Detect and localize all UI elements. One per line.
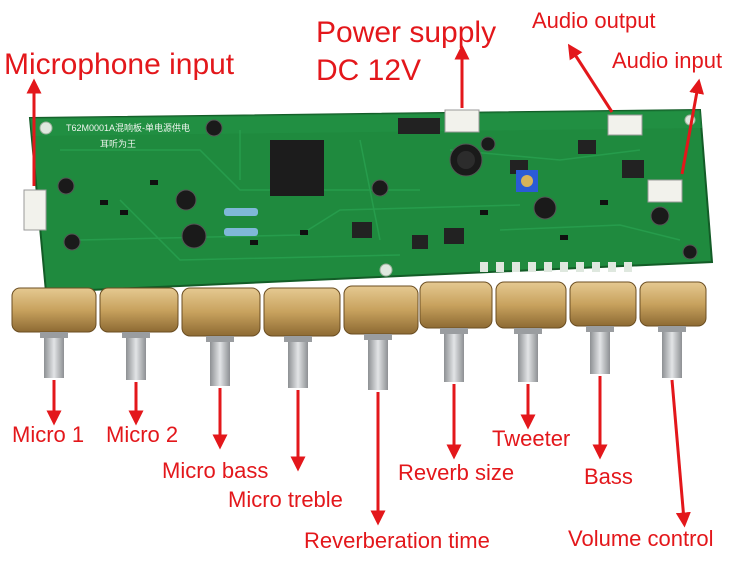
label-micro2: Micro 2 [106,422,179,447]
label-power-supply: Power supply [316,16,497,49]
label-reverberation-time: Reverberation time [304,528,490,553]
pot-volume-control [639,281,707,378]
pot-reverb-size [419,281,493,382]
arrow-volume-control [670,379,691,528]
label-audio-input: Audio input [612,48,723,73]
arrow-audio-output [567,43,614,113]
label-microphone-input: Microphone input [4,48,235,81]
pot-micro-treble [263,287,341,388]
mic-input-connector [23,189,47,231]
silkscreen-title: T62M0001A混响板-单电源供电 [66,123,191,133]
potentiometer-row [11,281,707,390]
dsp-chip [270,140,324,196]
silkscreen-sub: 耳听为王 [100,139,137,149]
power-connector [444,109,480,133]
label-power-dc: DC 12V [316,54,422,87]
label-tweeter: Tweeter [492,426,571,451]
label-volume-control: Volume control [568,526,714,551]
label-bass: Bass [584,464,633,489]
pot-micro-bass [181,287,261,386]
audio-output-connector [607,114,643,136]
label-micro1: Micro 1 [12,422,85,447]
label-reverb-size: Reverb size [398,460,515,485]
audio-input-connector [647,179,683,203]
label-micro-bass: Micro bass [162,458,269,483]
label-micro-treble: Micro treble [228,487,343,512]
pot-bass [569,281,637,374]
pot-micro1 [11,287,97,378]
pot-micro2 [99,287,179,380]
arrow-audio-input [680,78,705,175]
pot-reverberation-time [343,285,419,390]
label-audio-output: Audio output [532,8,656,33]
pot-tweeter [495,281,567,382]
